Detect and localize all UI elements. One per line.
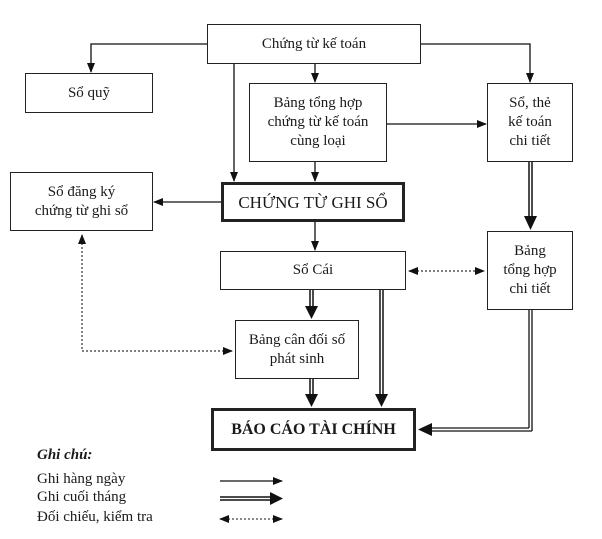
- node-so-dang-ky: Sổ đăng ký chứng từ ghi sổ: [10, 172, 153, 231]
- edge-sodangky-bangcandoi: [78, 234, 233, 355]
- legend-arrow-month-end: [220, 492, 283, 505]
- edge-bangtonghopct-bctc: [418, 310, 533, 436]
- node-so-quy: Sổ quỹ: [25, 73, 153, 113]
- edge-socai-bctc: [375, 290, 388, 407]
- legend-label-reconcile: Đối chiếu, kiểm tra: [37, 509, 153, 525]
- node-chung-tu-ghi-so: CHỨNG TỪ GHI SỔ: [221, 182, 405, 222]
- node-bang-tong-hop-chung-tu: Bảng tổng hợp chứng từ kế toán cùng loại: [249, 83, 387, 162]
- node-chung-tu-ke-toan: Chứng từ kế toán: [207, 24, 421, 64]
- node-so-cai: Sổ Cái: [220, 251, 406, 290]
- legend-title: Ghi chú:: [37, 447, 93, 463]
- node-so-the-chi-tiet: Sổ, thẻ kế toán chi tiết: [487, 83, 573, 162]
- edge-sothe-bangtonghopct: [524, 162, 537, 230]
- edge-bangcandoi-bctc: [305, 379, 318, 407]
- edge-ctkt-soquy: [87, 43, 207, 73]
- legend-label-daily: Ghi hàng ngày: [37, 471, 126, 487]
- legend-label-month-end: Ghi cuối tháng: [37, 489, 127, 505]
- edge-ctkt-sothe: [421, 43, 534, 83]
- node-bang-tong-hop-chi-tiet: Bảng tổng hợp chi tiết: [487, 231, 573, 310]
- edge-socai-bangcandoi: [305, 290, 318, 319]
- node-bao-cao-tai-chinh: BÁO CÁO TÀI CHÍNH: [211, 408, 416, 451]
- node-bang-can-doi: Bảng cân đối số phát sinh: [235, 320, 359, 379]
